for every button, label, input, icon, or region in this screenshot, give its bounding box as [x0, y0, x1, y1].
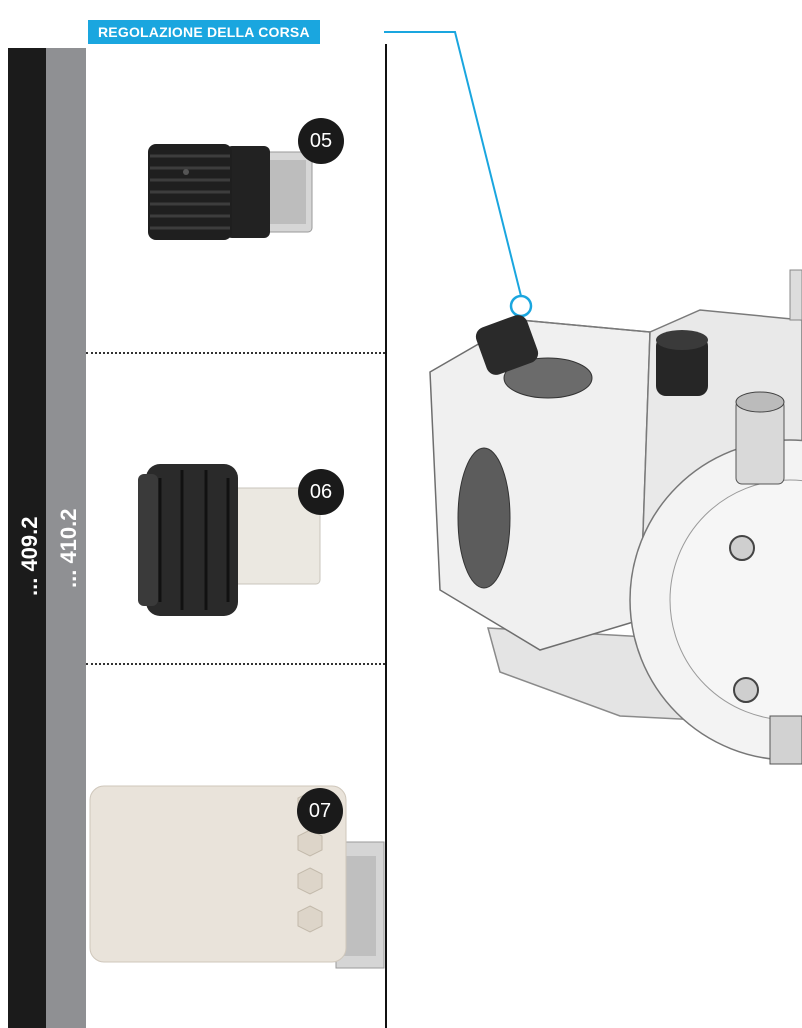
- knob-with-sleeve-icon: [138, 464, 321, 616]
- item-number-badge: 06: [298, 469, 344, 515]
- section-title: REGOLAZIONE DELLA CORSA: [88, 20, 320, 44]
- item-number-badge: 07: [297, 788, 343, 834]
- column-divider: [385, 44, 387, 1028]
- code-bar-dark: [8, 48, 46, 1028]
- pump-illustration: [429, 269, 802, 765]
- knob-adjuster-icon: [148, 144, 313, 240]
- row-divider: [86, 352, 385, 354]
- item-number-badge: 05: [298, 118, 344, 164]
- leader-line: [384, 31, 533, 318]
- code-bar-gray: [46, 48, 86, 1028]
- electronic-module-icon: [89, 785, 385, 969]
- row-divider: [86, 663, 385, 665]
